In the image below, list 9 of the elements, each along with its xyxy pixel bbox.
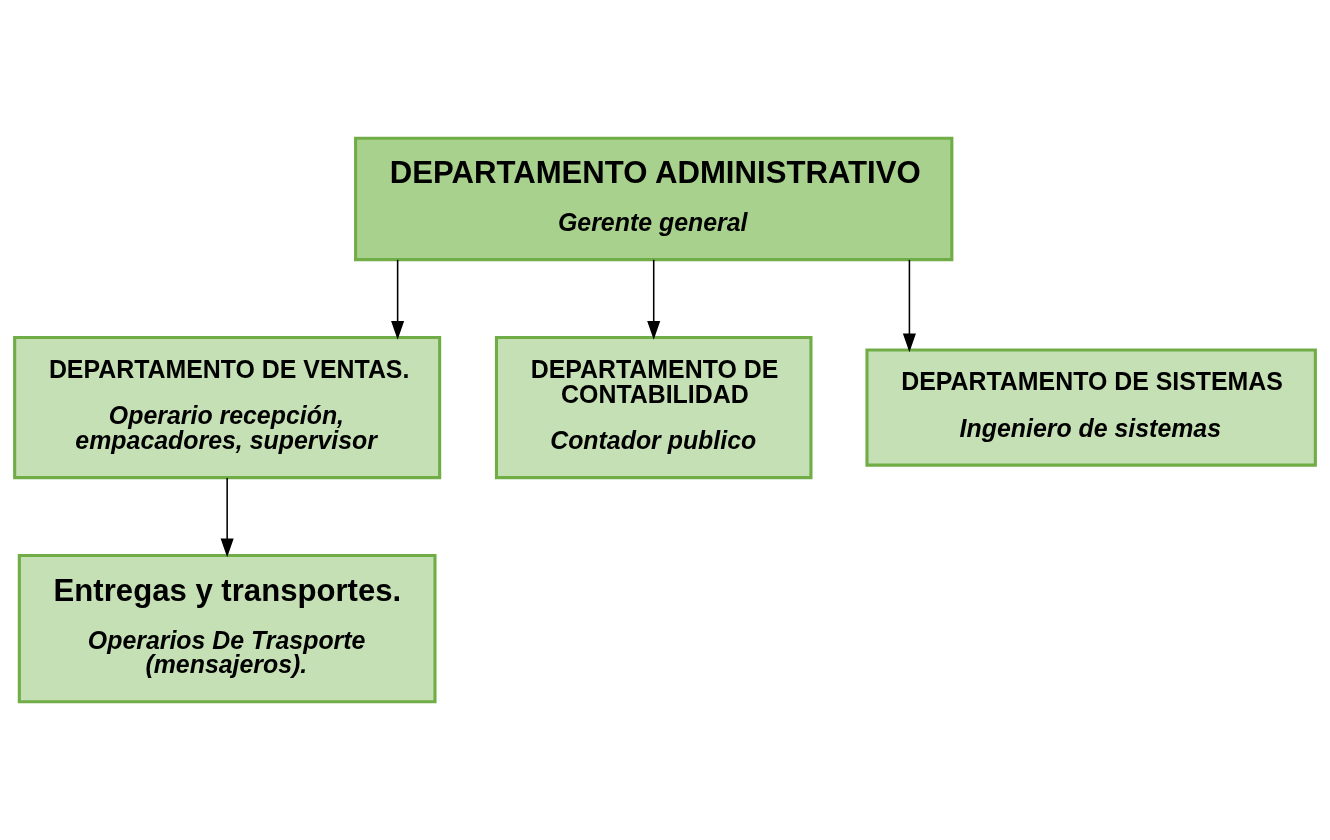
node-box: DEPARTAMENTO DE SISTEMAS Ingeniero de sistemas xyxy=(865,348,1317,467)
node-box: DEPARTAMENTO DE CONTABILIDAD Contador publico xyxy=(494,335,813,480)
arrow xyxy=(647,259,661,340)
node-box: DEPARTAMENTO ADMINISTRATIVO Gerente general xyxy=(354,136,954,262)
arrow xyxy=(220,477,234,558)
node-box: DEPARTAMENTO DE VENTAS. Operario recepción, empacadores, supervisor xyxy=(13,335,442,480)
node-box: Entregas y transportes. Operarios De Trasporte (mensajeros). xyxy=(17,553,437,704)
arrow xyxy=(391,259,405,340)
arrow xyxy=(902,259,916,353)
